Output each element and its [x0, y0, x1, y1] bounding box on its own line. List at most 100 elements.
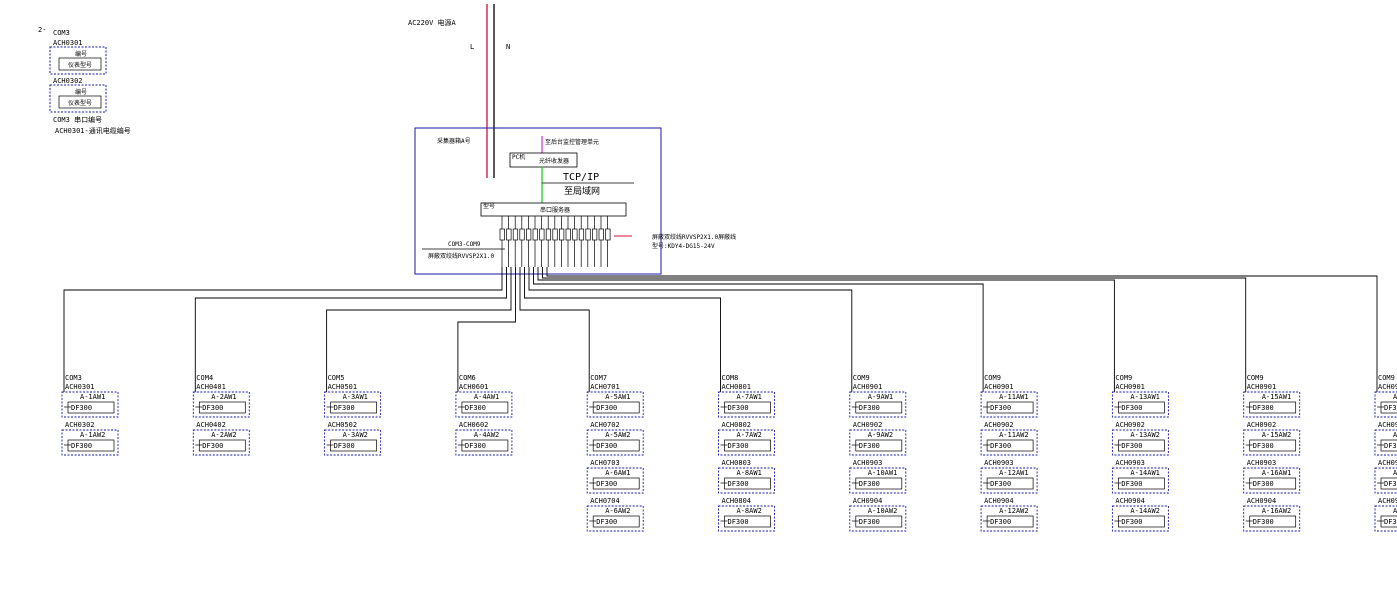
rs485-bus: [546, 267, 1378, 392]
device-id: ACH0901: [853, 383, 883, 391]
device-frame: [1243, 429, 1301, 456]
corner-device-frame: [49, 46, 107, 75]
terminal-block: [512, 228, 519, 241]
meter-group: COM7ACH0701A-5AW1DF300ACH0702A-5AW2DF300…: [586, 374, 644, 532]
device-box: [592, 477, 640, 490]
device-model: DF300: [1384, 404, 1397, 412]
device-name: A-8AW2: [737, 507, 762, 515]
device-model: DF300: [596, 442, 617, 450]
terminal-strip: [499, 216, 611, 267]
device-model: DF300: [71, 404, 92, 412]
device-id: ACH0702: [590, 421, 620, 429]
device-frame: [849, 467, 907, 494]
device-frame: [1243, 467, 1301, 494]
device-box: [724, 401, 771, 414]
device-id: ACH0801: [722, 383, 752, 391]
device-box: [592, 515, 640, 528]
device-frame: [718, 391, 775, 418]
device-model: DF300: [202, 404, 223, 412]
rs485-bus: [533, 267, 984, 392]
device-model: DF300: [1253, 518, 1274, 526]
terminal-block: [499, 228, 505, 241]
device-id: ACH0601: [459, 383, 489, 391]
rs485-bus: [326, 267, 512, 392]
device-box: [986, 401, 1034, 414]
device-name: A-2AW1: [211, 393, 236, 401]
group-com-label: COM5: [328, 374, 345, 382]
terminal-block: [539, 228, 545, 241]
device-model: DF300: [1121, 442, 1142, 450]
corner-device-line1: 编号: [75, 50, 87, 58]
device-id: ACH0401: [196, 383, 226, 391]
meter-group: COM9ACH0901A-15AW1DF300ACH0902A-15AW2DF3…: [1243, 374, 1301, 532]
meter-group: COM8ACH0801A-7AW1DF300ACH0802A-7AW2DF300…: [718, 374, 775, 532]
device-model: DF300: [1121, 404, 1142, 412]
device-name: A-18AW2: [1393, 507, 1397, 515]
device-name: A-4AW1: [474, 393, 499, 401]
device-box: [986, 439, 1034, 452]
device-box: [1118, 477, 1165, 490]
device-box: [198, 439, 246, 452]
spec-line-1: 屏蔽双绞线RVVSP2X1.0屏蔽线: [652, 233, 736, 241]
device-model: DF300: [859, 404, 880, 412]
device-name: A-9AW1: [868, 393, 893, 401]
corner-device-id: ACH0301: [53, 39, 83, 47]
device-name: A-14AW1: [1130, 469, 1160, 477]
terminal-block: [519, 228, 525, 241]
group-com-label: COM9: [853, 374, 870, 382]
device-id: ACH0901: [984, 383, 1014, 391]
group-com-label: COM3: [65, 374, 82, 382]
device-name: A-15AW2: [1262, 431, 1292, 439]
device-id: ACH0903: [1115, 459, 1145, 467]
device-name: A-5AW2: [605, 431, 630, 439]
terminal-block: [605, 228, 611, 241]
device-name: A-18AW1: [1393, 469, 1397, 477]
device-name: A-1AW2: [80, 431, 105, 439]
power-feed: AC220V 电源A L N: [408, 4, 510, 178]
rs485-bus: [457, 267, 516, 392]
device-id: ACH0901: [1247, 383, 1277, 391]
terminal-block: [572, 228, 578, 241]
device-name: A-16AW2: [1262, 507, 1292, 515]
device-model: DF300: [1253, 480, 1274, 488]
lan-label: 至局域网: [564, 185, 600, 197]
rs485-bus: [524, 267, 721, 392]
rs485-bus: [537, 267, 1115, 392]
device-box: [1249, 401, 1297, 414]
device-model: DF300: [71, 442, 92, 450]
device-frame: [718, 505, 775, 532]
device-frame: [324, 391, 382, 418]
device-id: ACH0901: [1115, 383, 1145, 391]
terminal-block: [598, 228, 604, 241]
device-model: DF300: [728, 518, 749, 526]
feed-label: AC220V 电源A: [408, 18, 457, 27]
corner-note-1: COM3 串口编号: [53, 115, 102, 124]
terminal-block: [578, 228, 585, 241]
device-box: [855, 439, 903, 452]
device-name: A-10AW1: [868, 469, 898, 477]
device-id: ACH0701: [590, 383, 620, 391]
device-frame: [718, 429, 775, 456]
corner-legend: 2- COM3 ACH0301 编号 仪表型号 ACH0302 编号 仪表型号 …: [38, 26, 131, 135]
device-box: [724, 515, 771, 528]
device-box: [67, 401, 115, 414]
device-frame: [455, 429, 513, 456]
device-model: DF300: [1121, 480, 1142, 488]
device-box: [461, 439, 509, 452]
device-id: ACH0402: [196, 421, 226, 429]
device-model: DF300: [1384, 480, 1397, 488]
device-box: [1380, 477, 1397, 490]
device-frame: [324, 429, 382, 456]
group-com-label: COM8: [722, 374, 739, 382]
server-prefix: PC机: [512, 153, 525, 161]
corner-com: COM3: [53, 29, 70, 37]
device-model: DF300: [859, 480, 880, 488]
serial-hub: [480, 202, 627, 217]
corner-device-line2: 仪表型号: [68, 61, 92, 69]
rs485-bus: [519, 267, 590, 392]
corner-device-id: ACH0302: [53, 77, 83, 85]
device-model: DF300: [334, 442, 355, 450]
device-box: [1118, 515, 1165, 528]
